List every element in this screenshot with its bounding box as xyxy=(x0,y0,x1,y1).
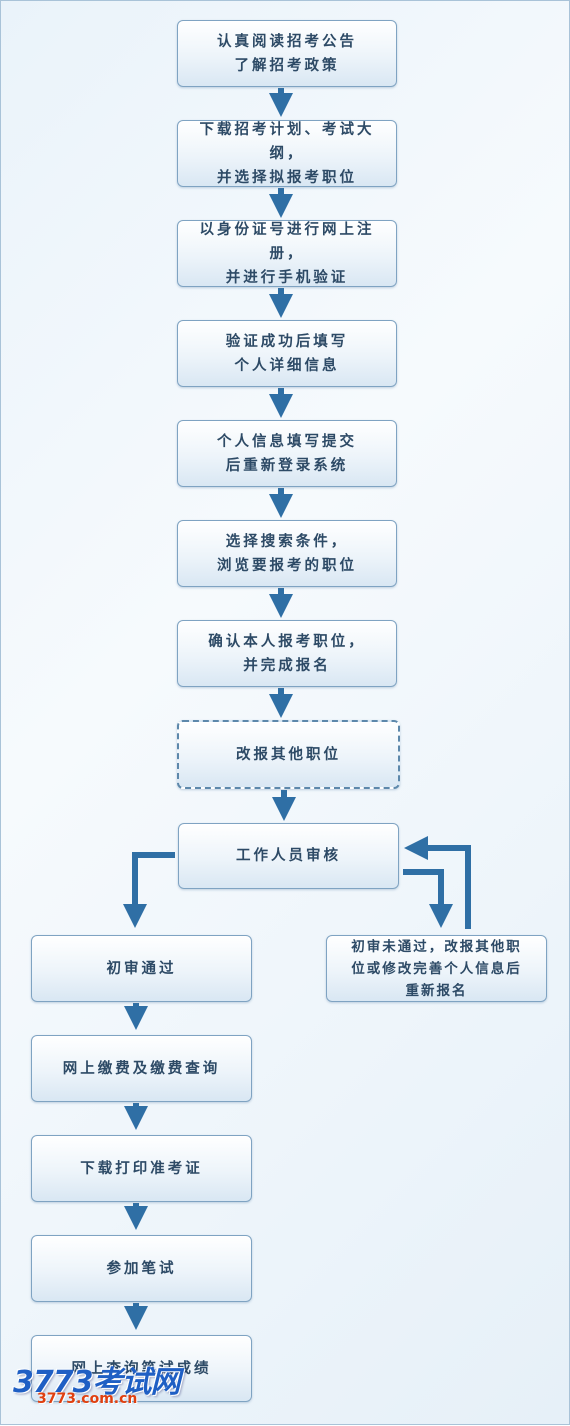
arrow-fail-s9 xyxy=(404,836,471,929)
step-download-plan: 下载招考计划、考试大纲，并选择拟报考职位 xyxy=(177,120,397,187)
step-review-passed: 初审通过 xyxy=(31,935,252,1002)
site-watermark-logo: 3773考试网 3773.com.cn xyxy=(13,1357,180,1413)
step-staff-review: 工作人员审核 xyxy=(178,823,399,889)
step-read-announcement: 认真阅读招考公告了解招考政策 xyxy=(177,20,397,87)
watermark-url: 3773.com.cn xyxy=(37,1391,138,1407)
arrow-s9-fail xyxy=(403,869,453,928)
step-online-payment: 网上缴费及缴费查询 xyxy=(31,1035,252,1102)
step-change-position: 改报其他职位 xyxy=(177,720,400,789)
watermark-logo-text: 3773考试网 xyxy=(13,1365,180,1400)
step-check-results: 网上查询笔试成绩 xyxy=(31,1335,252,1402)
step-register-online: 以身份证号进行网上注册，并进行手机验证 xyxy=(177,220,397,287)
step-fill-info: 验证成功后填写个人详细信息 xyxy=(177,320,397,387)
step-confirm-position: 确认本人报考职位，并完成报名 xyxy=(177,620,397,687)
step-submit-relogin: 个人信息填写提交后重新登录系统 xyxy=(177,420,397,487)
step-written-exam: 参加笔试 xyxy=(31,1235,252,1302)
step-print-ticket: 下载打印准考证 xyxy=(31,1135,252,1202)
step-review-failed: 初审未通过，改报其他职位或修改完善个人信息后重新报名 xyxy=(326,935,547,1002)
arrow-s9-pass xyxy=(123,852,175,928)
step-search-positions: 选择搜索条件，浏览要报考的职位 xyxy=(177,520,397,587)
